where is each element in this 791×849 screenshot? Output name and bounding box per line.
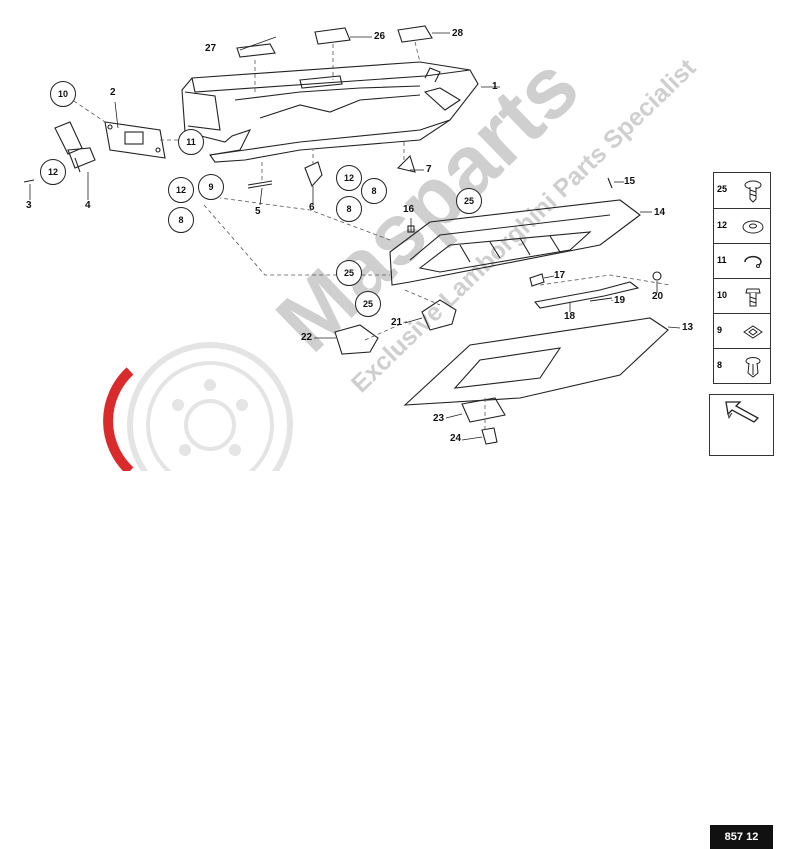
switch-28	[397, 25, 433, 43]
callout-6: 6	[309, 202, 315, 213]
callout-14: 14	[654, 207, 666, 218]
latch	[396, 154, 416, 173]
legend-row: 12	[714, 208, 770, 243]
callout-23: 23	[433, 413, 445, 424]
bolt-icon	[745, 288, 761, 307]
callout-21: 21	[391, 317, 403, 328]
release-rod	[533, 281, 640, 309]
callout-7: 7	[426, 164, 432, 175]
switch-27	[236, 43, 276, 58]
callout-4: 4	[85, 200, 91, 211]
circled-callout-12: 12	[168, 177, 194, 203]
inner-lid	[389, 199, 641, 286]
leader-lines	[29, 32, 681, 441]
legend-number: 9	[717, 325, 723, 335]
callout-1: 1	[492, 81, 498, 92]
legend-row: 25	[714, 173, 770, 208]
callout-22: 22	[301, 332, 313, 343]
callout-13: 13	[682, 322, 694, 333]
arrow-icon	[725, 401, 760, 423]
circled-callout-10: 10	[50, 81, 76, 107]
legend-row: 10	[714, 278, 770, 313]
damper	[54, 121, 96, 173]
legend-number: 11	[717, 255, 727, 265]
circled-callout-8: 8	[168, 207, 194, 233]
legend-number: 8	[717, 360, 723, 370]
legend-row: 11	[714, 243, 770, 278]
circlip-icon	[744, 255, 762, 268]
latch-21	[421, 299, 457, 331]
legend-number: 10	[717, 290, 728, 300]
expansion-rivet-icon	[745, 357, 761, 378]
callout-19: 19	[614, 295, 626, 306]
clip	[304, 161, 323, 188]
legend-number: 12	[717, 220, 728, 230]
washer-icon	[742, 220, 764, 234]
screw	[23, 179, 35, 183]
assembly-lines	[67, 41, 671, 430]
callout-3: 3	[26, 200, 32, 211]
screw-24	[481, 427, 498, 445]
callout-26: 26	[374, 31, 386, 42]
hinge-bracket	[104, 121, 166, 159]
circled-callout-25: 25	[336, 260, 362, 286]
nut-20	[652, 271, 662, 281]
callout-16: 16	[403, 204, 415, 215]
spring	[529, 273, 545, 287]
watermark-brake-disc-icon	[103, 342, 293, 471]
latch-22	[334, 324, 379, 355]
callout-28: 28	[452, 28, 464, 39]
screw-15	[607, 177, 613, 189]
circled-callout-8: 8	[336, 196, 362, 222]
glovebox-housing	[181, 61, 479, 163]
pin	[247, 180, 273, 189]
legend-row: 8	[714, 348, 770, 383]
callout-20: 20	[652, 291, 664, 302]
outer-lid	[403, 317, 669, 406]
fastener-legend: 25 12 11 10	[713, 172, 771, 384]
legend-number: 25	[717, 184, 728, 194]
legend-row: 9	[714, 313, 770, 348]
callout-18: 18	[564, 311, 576, 322]
circled-callout-8: 8	[361, 178, 387, 204]
callout-27: 27	[205, 43, 217, 54]
reference-code: 857 12	[710, 825, 773, 849]
callout-2: 2	[110, 87, 116, 98]
callout-15: 15	[624, 176, 636, 187]
handle	[461, 397, 506, 423]
circled-callout-12: 12	[40, 159, 66, 185]
pin-19	[589, 297, 613, 302]
circled-callout-9: 9	[198, 174, 224, 200]
circled-callout-25: 25	[456, 188, 482, 214]
diagram-reference: 857 12	[709, 394, 774, 849]
exploded-view	[23, 25, 681, 445]
circled-callout-12: 12	[336, 165, 362, 191]
screw-icon	[744, 180, 762, 203]
circled-callout-25: 25	[355, 291, 381, 317]
parts-diagram: Masparts Exclusive Lamborghini Parts Spe…	[23, 25, 774, 849]
callout-17: 17	[554, 270, 566, 281]
circled-callout-11: 11	[178, 129, 204, 155]
switch-26	[314, 27, 351, 45]
clip-nut-icon	[743, 325, 763, 339]
callout-5: 5	[255, 206, 261, 217]
callout-24: 24	[450, 433, 462, 444]
